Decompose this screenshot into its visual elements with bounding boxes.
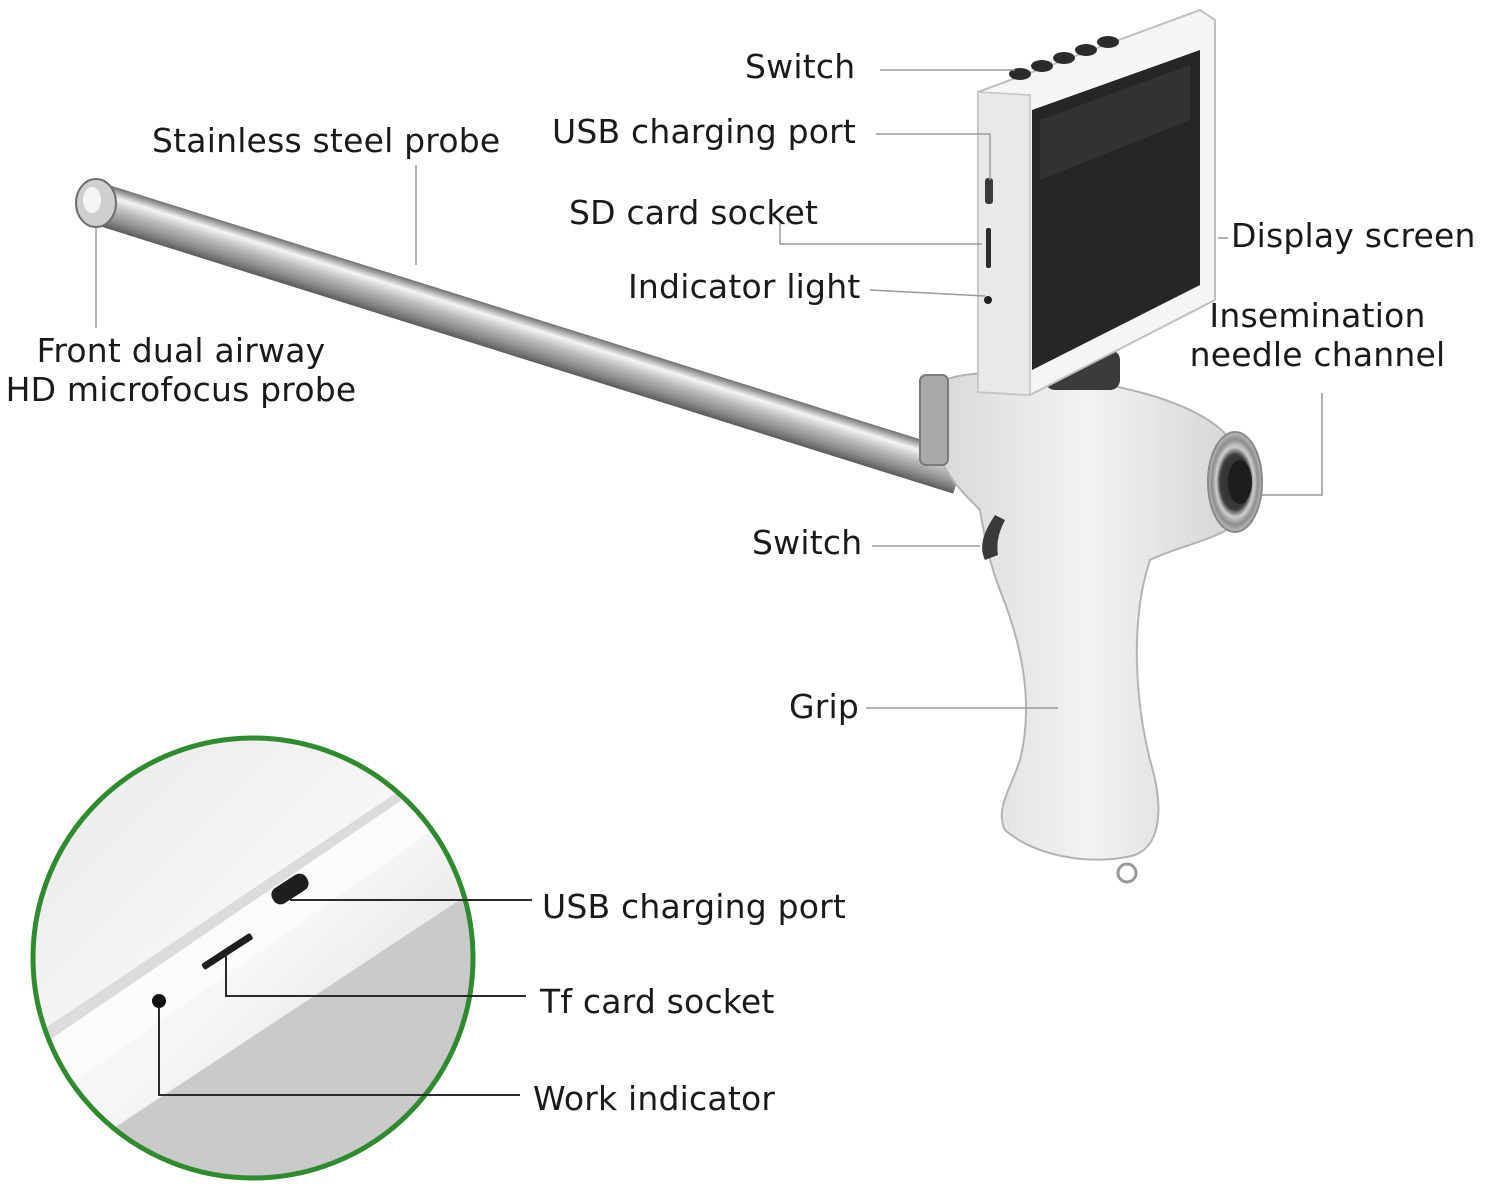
label-switch-top: Switch — [745, 47, 856, 86]
label-insemination-line1: Insemination — [1209, 296, 1426, 335]
leader-lines — [95, 69, 1323, 709]
usb-port-detail — [271, 873, 309, 905]
display-unit — [977, 8, 1216, 397]
label-stainless-probe: Stainless steel probe — [152, 121, 501, 160]
label-grip: Grip — [789, 687, 860, 726]
work-indicator-detail — [152, 994, 166, 1008]
top-switch-buttons — [1009, 36, 1119, 80]
label-work-indicator: Work indicator — [533, 1079, 776, 1118]
label-switch-trigger: Switch — [752, 523, 863, 562]
label-front-probe-line1: Front dual airway — [36, 331, 326, 370]
label-front-probe: Front dual airway HD microfocus probe — [0, 331, 362, 410]
indicator-light-side — [984, 296, 992, 304]
stainless-steel-probe — [75, 178, 966, 494]
label-front-probe-line2: HD microfocus probe — [5, 369, 357, 409]
label-usb-port-detail: USB charging port — [542, 887, 847, 926]
label-display-screen: Display screen — [1231, 216, 1476, 255]
detail-inset — [30, 735, 532, 1181]
tf-socket-detail — [201, 933, 253, 970]
handle-body — [919, 371, 1263, 884]
label-insemination-line2: needle channel — [1189, 334, 1446, 374]
usb-port-side — [985, 178, 993, 204]
label-tf-socket: Tf card socket — [540, 982, 775, 1021]
label-insemination-channel: Insemination needle channel — [1175, 296, 1460, 375]
label-sd-socket: SD card socket — [569, 193, 819, 232]
label-indicator-light: Indicator light — [628, 267, 861, 306]
detail-ring — [30, 735, 476, 1181]
sd-socket-side — [986, 228, 991, 268]
label-usb-port-top: USB charging port — [552, 112, 857, 151]
